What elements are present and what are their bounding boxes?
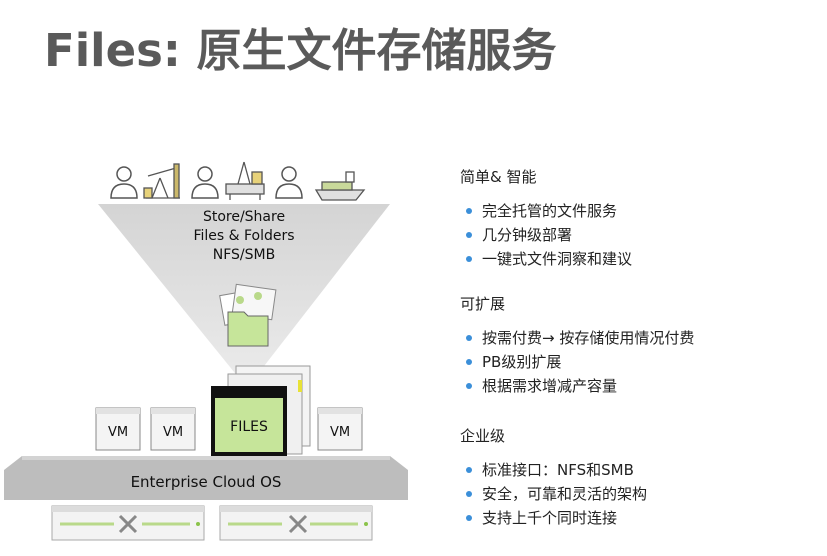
bullet-list: 按需付费→ 按存储使用情况付费 PB级别扩展 根据需求增减产容量	[460, 326, 694, 398]
section-simple-smart: 简单& 智能 完全托管的文件服务 几分钟级部署 一键式文件洞察和建议	[460, 166, 632, 271]
files-label: FILES	[230, 419, 268, 435]
cloud-os-platform: Enterprise Cloud OS	[4, 456, 408, 500]
cloud-os-label: Enterprise Cloud OS	[131, 473, 282, 491]
bullet-list: 标准接口：NFS和SMB 安全，可靠和灵活的架构 支持上千个同时连接	[460, 458, 647, 530]
section-heading: 简单& 智能	[460, 168, 537, 186]
bullet-dot-icon	[466, 467, 472, 473]
files-box: FILES	[211, 386, 287, 456]
bullet-dot-icon	[466, 515, 472, 521]
vm-box: VM	[95, 407, 141, 451]
bullet-dot-icon	[466, 256, 472, 262]
ship-icon	[314, 171, 366, 201]
section-heading: 企业级	[460, 427, 506, 445]
vm-box: VM	[317, 407, 363, 451]
bullet-item: 标准接口：NFS和SMB	[460, 458, 647, 482]
bullet-list: 完全托管的文件服务 几分钟级部署 一键式文件洞察和建议	[460, 199, 632, 271]
user-icon	[275, 166, 303, 199]
bullet-dot-icon	[466, 232, 472, 238]
funnel-label-line: Store/Share	[203, 209, 285, 225]
oil-rig-icon	[225, 161, 265, 200]
vm-label: VM	[108, 425, 128, 440]
vm-label: VM	[163, 425, 183, 440]
files-diagram: Store/Share Files & Folders NFS/SMB VM V…	[4, 161, 408, 541]
bullet-item: 支持上千个同时连接	[460, 506, 647, 530]
funnel-label-line: NFS/SMB	[213, 247, 275, 263]
vm-box: VM	[150, 407, 196, 451]
bullet-item: 几分钟级部署	[460, 223, 632, 247]
bullet-item: PB级别扩展	[460, 350, 694, 374]
section-heading: 可扩展	[460, 295, 506, 313]
user-icon	[110, 166, 138, 199]
bullet-item: 根据需求增减产容量	[460, 374, 694, 398]
bullet-dot-icon	[466, 335, 472, 341]
bullet-dot-icon	[466, 359, 472, 365]
bullet-dot-icon	[466, 491, 472, 497]
section-scalable: 可扩展 按需付费→ 按存储使用情况付费 PB级别扩展 根据需求增减产容量	[460, 293, 694, 398]
bullet-dot-icon	[466, 208, 472, 214]
server-node-icon	[219, 505, 373, 541]
bullet-item: 完全托管的文件服务	[460, 199, 632, 223]
bullet-item: 按需付费→ 按存储使用情况付费	[460, 326, 694, 350]
funnel-label-line: Files & Folders	[193, 228, 294, 244]
oil-pump-icon	[143, 163, 180, 199]
section-enterprise: 企业级 标准接口：NFS和SMB 安全，可靠和灵活的架构 支持上千个同时连接	[460, 425, 647, 530]
documents-folder-icon	[219, 283, 277, 347]
server-node-icon	[51, 505, 205, 541]
user-icon	[191, 166, 219, 199]
vm-label: VM	[330, 425, 350, 440]
page-title: Files: 原生文件存储服务	[44, 24, 557, 77]
bullet-item: 一键式文件洞察和建议	[460, 247, 632, 271]
bullet-item: 安全，可靠和灵活的架构	[460, 482, 647, 506]
bullet-dot-icon	[466, 383, 472, 389]
